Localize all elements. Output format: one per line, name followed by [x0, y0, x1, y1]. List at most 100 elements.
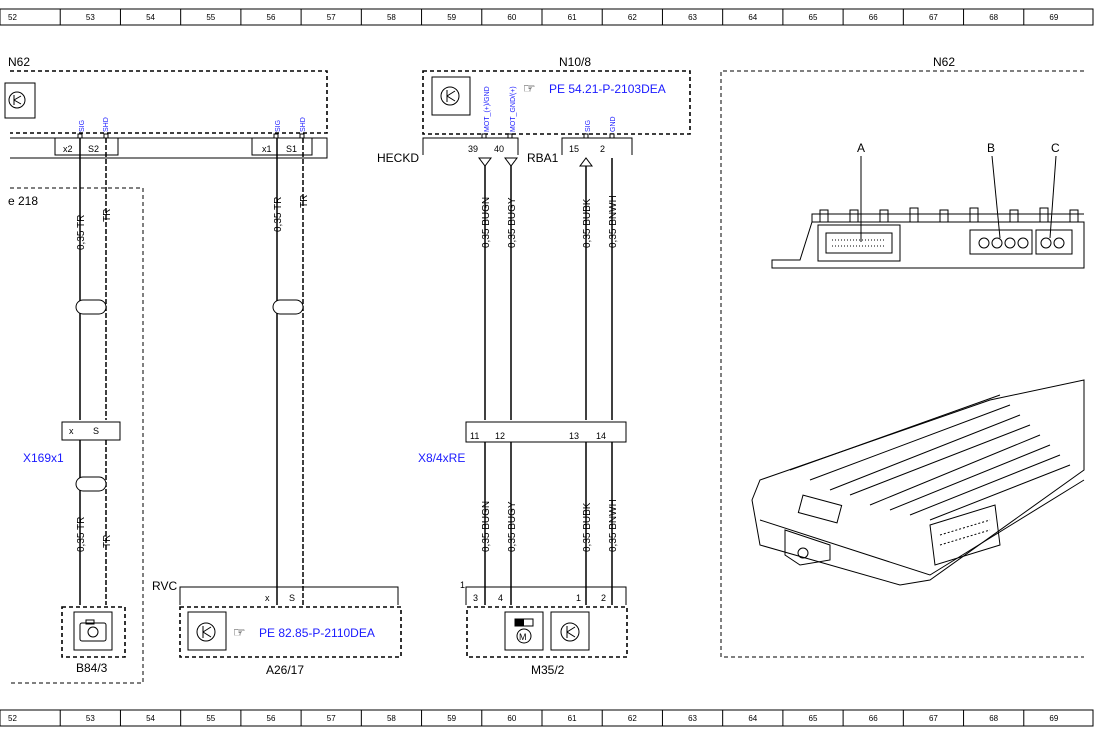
n62-right-label: N62 — [933, 55, 955, 69]
m35-2-label: M35/2 — [531, 663, 565, 677]
ruler-frame — [0, 709, 1094, 727]
ruler-column-label: 66 — [869, 714, 878, 723]
connector-letter-b: B — [987, 141, 995, 155]
ruler-column-label: 67 — [929, 714, 938, 723]
pin-x1: x1 — [262, 144, 272, 154]
ruler-column-label: 56 — [267, 13, 276, 22]
ruler-column-label: 60 — [507, 13, 516, 22]
ruler-column-label: 58 — [387, 13, 396, 22]
hand-pointer-icon: ☞ — [233, 624, 246, 640]
wires-n10-8: 0,35 BUGN 0,35 BUGY 0,35 BUBK 0,35 BNWH … — [418, 158, 627, 605]
n10-8-block: N10/8 ☞ PE 54.21-P-2103DEA MOT_(+)/GND M… — [377, 55, 691, 167]
n62-left-block: N62 x2 S2 x1 S1 SIG SHD SIG SHD — [4, 55, 328, 159]
pin-sig-2: SIG — [275, 120, 282, 132]
ruler-column-label: 59 — [447, 13, 456, 22]
rvc-label: RVC — [152, 579, 177, 593]
pin-mot-gnd: MOT_GND/(+) — [510, 86, 517, 132]
wire-label-bnwh-a: 0,35 BNWH — [608, 195, 619, 248]
pin-14: 14 — [596, 431, 606, 441]
n62-right-region: N62 A B C — [720, 55, 1085, 658]
wire-label-tr-b: TR — [102, 535, 113, 548]
pin-1b: 1 — [576, 593, 581, 603]
pin-4: 4 — [498, 593, 503, 603]
pin-40: 40 — [494, 144, 504, 154]
ruler-column-label: 61 — [568, 714, 577, 723]
transistor-icon — [550, 611, 590, 651]
motor-icon: M — [514, 618, 534, 644]
ruler-column-label: 59 — [447, 714, 456, 723]
ruler-column-label: 64 — [748, 714, 757, 723]
pin-shd-1: SHD — [103, 117, 110, 132]
transistor-icon — [187, 611, 227, 651]
wire-label-bnwh-b: 0,35 BNWH — [608, 499, 619, 552]
pin-shd-2: SHD — [300, 117, 307, 132]
wire-label-bugy-b: 0,35 BUGY — [507, 501, 518, 552]
wire-label-tr035-a: 0,35 TR — [76, 215, 87, 250]
pin-2: 2 — [600, 144, 605, 154]
pin-11: 11 — [470, 431, 479, 441]
ruler-column-label: 68 — [989, 714, 998, 723]
pin-39: 39 — [468, 144, 478, 154]
a26-17-block: RVC x S ☞ PE 82.85-P-2110DEA A26/17 — [152, 579, 402, 677]
camera-icon — [79, 619, 107, 642]
pin-sig-1: SIG — [79, 120, 86, 132]
pin-2b: 2 — [601, 593, 606, 603]
ruler-column-label: 55 — [206, 13, 215, 22]
ruler-column-label: 55 — [206, 714, 215, 723]
ruler-frame — [0, 8, 1094, 26]
pin-mot-pos: MOT_(+)/GND — [484, 86, 491, 132]
ruler-column-label: 54 — [146, 714, 155, 723]
pin-1-label: 1 — [460, 580, 465, 590]
pin-s: S — [93, 426, 99, 436]
hand-pointer-icon: ☞ — [523, 80, 536, 96]
n62-left-label: N62 — [8, 55, 30, 69]
pin-s1: S1 — [286, 144, 297, 154]
ruler-column-label: 53 — [86, 13, 95, 22]
connector-letter-a: A — [857, 141, 865, 155]
ruler-column-label: 63 — [688, 714, 697, 723]
pin-s2: S2 — [88, 144, 99, 154]
wire-label-tr035-c: 0,35 TR — [273, 197, 284, 232]
ruler-column-label: 61 — [568, 13, 577, 22]
ruler-column-label: 58 — [387, 714, 396, 723]
b84-3-block: B84/3 — [61, 606, 126, 675]
wire-label-bubk-a: 0,35 BUBK — [582, 198, 593, 248]
x169x1-label: X169x1 — [23, 451, 64, 465]
ruler-column-label: 68 — [989, 13, 998, 22]
ruler-column-label: 63 — [688, 13, 697, 22]
wires-a26-17: 0,35 TR TR — [272, 138, 310, 605]
pin-s-a26: S — [289, 593, 295, 603]
pin-12: 12 — [495, 431, 505, 441]
pin-15: 15 — [569, 144, 579, 154]
e218-region: e 218 — [8, 187, 144, 684]
svg-text:M: M — [519, 632, 527, 642]
wire-label-bugy-a: 0,35 BUGY — [507, 197, 518, 248]
ruler-column-label: 52 — [8, 13, 17, 22]
wire-label-bugn-b: 0,35 BUGN — [481, 501, 492, 552]
ruler-column-label: 57 — [327, 714, 336, 723]
a26-17-reference-link[interactable]: PE 82.85-P-2110DEA — [259, 626, 375, 640]
wire-label-tr035-b: 0,35 TR — [76, 517, 87, 552]
ruler-column-label: 53 — [86, 714, 95, 723]
ruler-column-label: 56 — [267, 714, 276, 723]
pin-x: x — [69, 426, 74, 436]
connector-letter-c: C — [1051, 141, 1060, 155]
x8-4xre-label: X8/4xRE — [418, 451, 465, 465]
n10-8-reference-link[interactable]: PE 54.21-P-2103DEA — [549, 82, 666, 96]
pin-x-a26: x — [265, 593, 270, 603]
pin-13: 13 — [569, 431, 579, 441]
pin-gnd: GND — [610, 116, 617, 132]
b84-3-label: B84/3 — [76, 661, 108, 675]
ruler-column-label: 69 — [1049, 13, 1058, 22]
pin-sig-3: SIG — [585, 120, 592, 132]
wire-label-tr-a: TR — [102, 209, 113, 222]
ruler-column-label: 54 — [146, 13, 155, 22]
wire-label-bugn-a: 0,35 BUGN — [481, 197, 492, 248]
ruler-column-label: 62 — [628, 714, 637, 723]
e218-label: e 218 — [8, 194, 38, 208]
wires-b84-3: 0,35 TR TR x S X169x1 0,35 TR TR — [23, 138, 121, 605]
transistor-icon — [431, 76, 471, 116]
ruler-column-label: 57 — [327, 13, 336, 22]
